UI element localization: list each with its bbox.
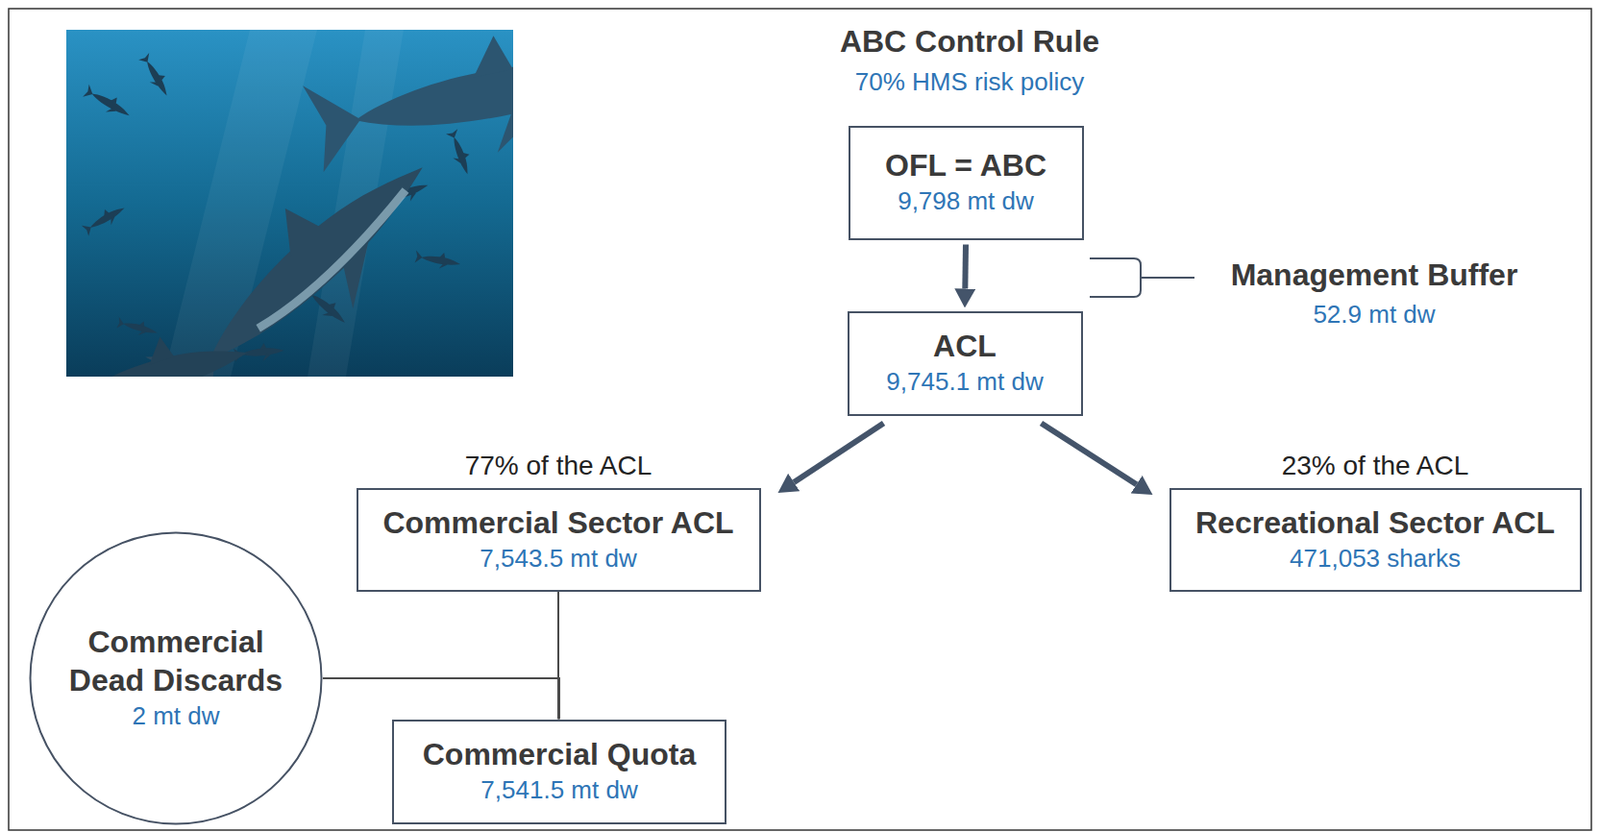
connector-line: [322, 678, 560, 720]
flow-arrow: [961, 245, 969, 290]
sector-box: 23% of the ACLRecreational Sector ACL471…: [1169, 488, 1582, 592]
sector-box: ACL9,745.1 mt dw: [847, 311, 1084, 417]
box-value: 471,053 sharks: [1289, 541, 1461, 576]
sector-box: OFL = ABC9,798 mt dw: [848, 125, 1084, 241]
share-heading: 77% of the ACL: [465, 449, 653, 483]
box-title: Commercial Sector ACL: [382, 503, 734, 542]
box-title: Commercial Quota: [422, 735, 697, 774]
buffer-title: Management Buffer: [1230, 255, 1519, 295]
sector-box: Commercial Quota7,541.5 mt dw: [392, 719, 727, 825]
box-title: Recreational Sector ACL: [1195, 503, 1555, 542]
buffer-value: 52.9 mt dw: [1312, 298, 1435, 332]
box-title: Commercial Dead Discards: [60, 622, 292, 700]
box-value: 9,798 mt dw: [897, 184, 1034, 219]
rule-title: ABC Control Rule: [839, 22, 1100, 61]
rule-note: 70% HMS risk policy: [855, 66, 1084, 99]
box-value: 7,543.5 mt dw: [479, 541, 637, 576]
box-value: 2 mt dw: [131, 699, 220, 734]
box-value: 7,541.5 mt dw: [480, 773, 638, 808]
shark-photo: [66, 29, 514, 377]
circle-outline-shape: [30, 533, 322, 825]
sector-box: 77% of the ACLCommercial Sector ACL7,543…: [356, 488, 762, 592]
box-title: OFL = ABC: [885, 146, 1047, 185]
flow-arrow: [793, 423, 884, 483]
box-title: ACL: [933, 326, 997, 366]
share-heading: 23% of the ACL: [1281, 449, 1470, 483]
frame-border: [8, 8, 1592, 831]
discard-circle: Commercial Dead Discards2 mt dw: [28, 531, 323, 826]
buffer-bracket: [1089, 258, 1195, 297]
box-value: 9,745.1 mt dw: [886, 365, 1043, 399]
flow-arrow: [1041, 423, 1137, 486]
